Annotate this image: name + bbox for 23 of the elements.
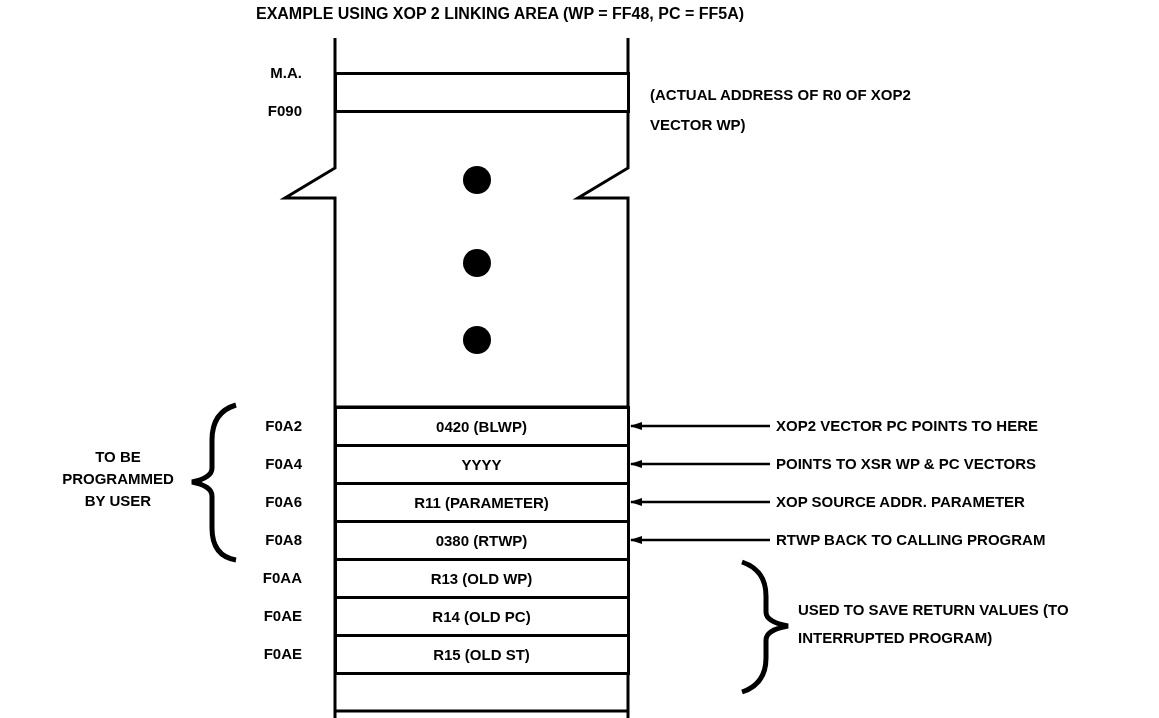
- address-label: F0A4: [265, 454, 302, 473]
- address-label: M.A.: [270, 63, 302, 82]
- note-text: (ACTUAL ADDRESS OF R0 OF XOP2 VECTOR WP): [650, 85, 912, 135]
- arrow: [630, 536, 770, 544]
- brace-label: USED TO SAVE RETURN VALUES (TO INTERRUPTED PROGRAM): [798, 600, 1070, 648]
- diagram-title: EXAMPLE USING XOP 2 LINKING AREA (WP = FF48, PC = FF5A): [254, 4, 746, 23]
- address-label: F0A6: [265, 492, 302, 511]
- callout-text: RTWP BACK TO CALLING PROGRAM: [776, 530, 1046, 549]
- callout-text: POINTS TO XSR WP & PC VECTORS: [776, 454, 1037, 473]
- memory-cell: 0420 (BLWP): [333, 405, 630, 447]
- callout-text: XOP2 VECTOR PC POINTS TO HERE: [776, 416, 1038, 435]
- callout-text: XOP SOURCE ADDR. PARAMETER: [776, 492, 1025, 511]
- address-label: F0A8: [265, 530, 302, 549]
- empty-memory-cell: [333, 71, 630, 113]
- brace-label: TO BE PROGRAMMED BY USER: [62, 447, 174, 511]
- address-label: F0AE: [263, 644, 302, 663]
- arrow: [630, 460, 770, 468]
- address-label: F0AA: [262, 568, 302, 587]
- address-label: F090: [267, 101, 302, 120]
- arrow: [630, 422, 770, 430]
- address-label: F0AE: [263, 606, 302, 625]
- arrow: [630, 498, 770, 506]
- address-label: F0A2: [265, 416, 302, 435]
